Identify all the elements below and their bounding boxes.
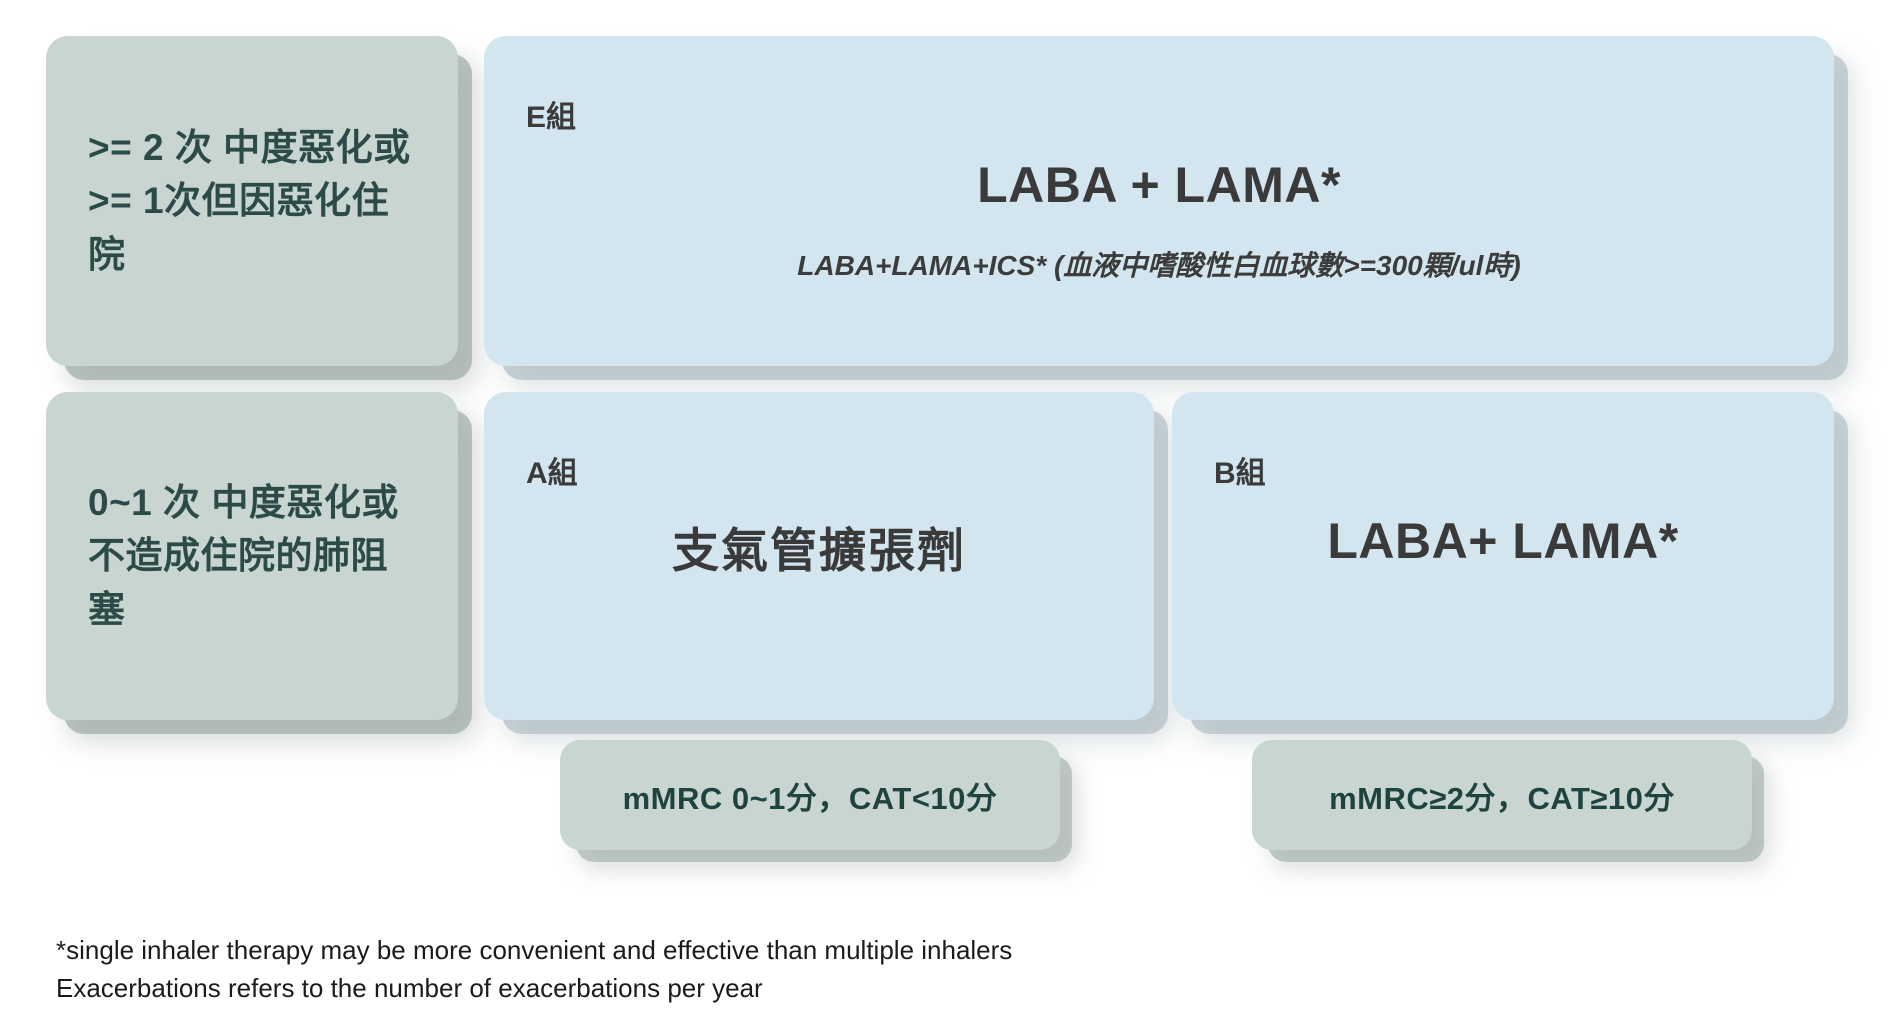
group-card-e: E組 LABA + LAMA* LABA+LAMA+ICS* (血液中嗜酸性白血… [484, 36, 1834, 366]
criteria-low-label: 0~1 次 中度惡化或不造成住院的肺阻塞 [88, 481, 399, 630]
symptom-badge-b-label: mMRC≥2分，CAT≥10分 [1329, 780, 1675, 816]
group-card-b: B組 LABA+ LAMA* [1172, 392, 1834, 720]
group-a-treatment: 支氣管擴張劑 [672, 524, 966, 577]
group-b-treatment: LABA+ LAMA* [1327, 513, 1679, 569]
group-e-body: LABA + LAMA* LABA+LAMA+ICS* (血液中嗜酸性白血球數>… [484, 156, 1834, 284]
group-b-body: LABA+ LAMA* [1172, 512, 1834, 570]
criteria-card-high-exacerbation: >= 2 次 中度惡化或 >= 1次但因惡化住院 [46, 36, 458, 366]
group-tag-b: B組 [1214, 457, 1266, 490]
symptom-badge-b: mMRC≥2分，CAT≥10分 [1252, 740, 1752, 850]
group-a-body: 支氣管擴張劑 [484, 512, 1154, 581]
criteria-high-label: >= 2 次 中度惡化或 >= 1次但因惡化住院 [88, 126, 411, 275]
symptom-badge-a-label: mMRC 0~1分，CAT<10分 [622, 780, 998, 816]
group-tag-e: E組 [526, 101, 577, 134]
group-tag-a: A組 [526, 457, 578, 490]
criteria-card-low-exacerbation: 0~1 次 中度惡化或不造成住院的肺阻塞 [46, 392, 458, 720]
group-card-a: A組 支氣管擴張劑 [484, 392, 1154, 720]
footnote-text: *single inhaler therapy may be more conv… [56, 935, 1013, 1003]
symptom-badge-a: mMRC 0~1分，CAT<10分 [560, 740, 1060, 850]
group-e-treatment-note: LABA+LAMA+ICS* (血液中嗜酸性白血球數>=300顆/ul時) [797, 250, 1521, 281]
group-e-treatment: LABA + LAMA* [977, 157, 1341, 213]
